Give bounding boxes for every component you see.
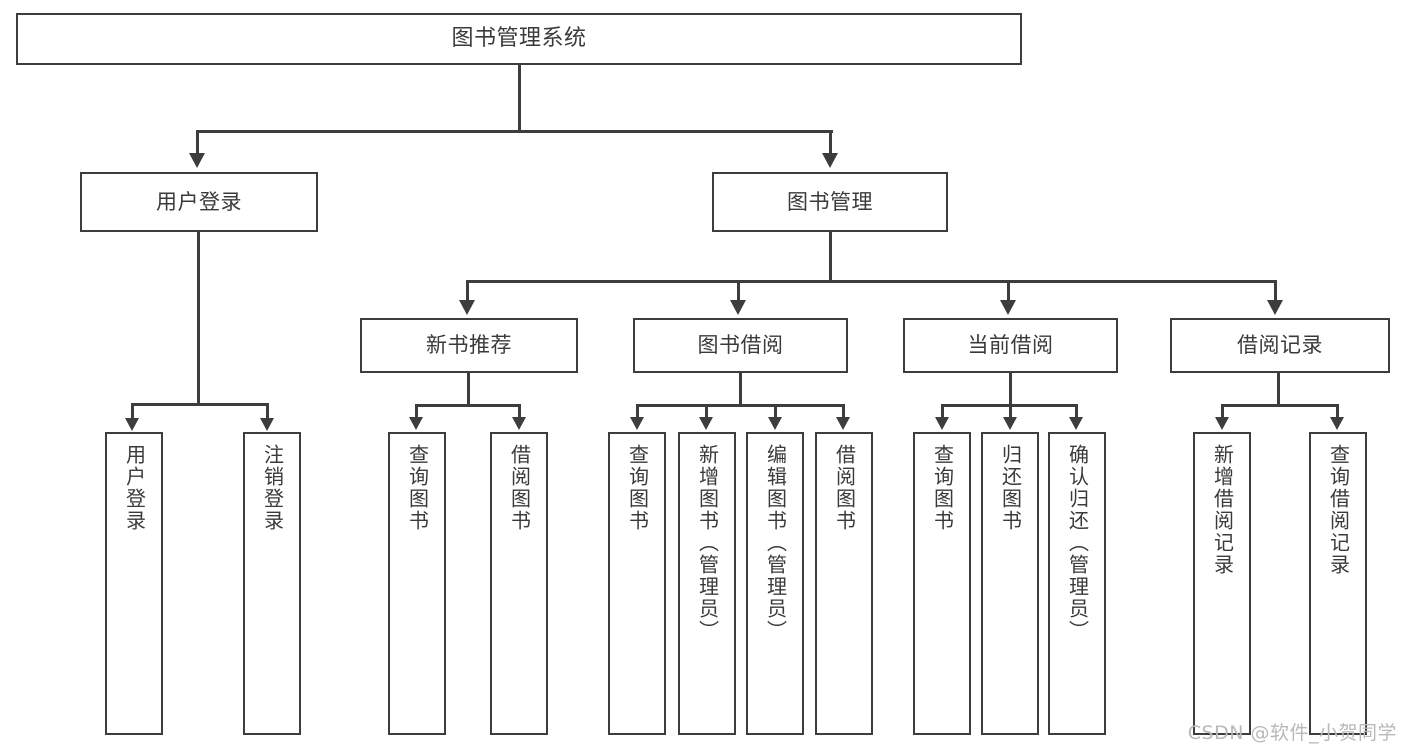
node-current-borrow-label: 当前借阅 — [967, 333, 1054, 358]
node-user-login[interactable]: 用户登录 — [80, 172, 318, 232]
connector-new-book-bus — [415, 404, 521, 407]
arrow-new-book-to-leaf-2 — [512, 417, 526, 430]
connector-book-borrow-bus — [636, 404, 845, 407]
node-leaf-return-book-label: 归还图书 — [998, 444, 1023, 532]
connector-new-book-stem — [467, 373, 470, 406]
arrow-book-manage-to-new-book — [459, 300, 475, 315]
connector-book-borrow-to-leaf-3 — [774, 404, 777, 418]
node-leaf-confirm-return-label: 确认归还（管理员） — [1065, 444, 1090, 642]
connector-book-borrow-to-leaf-4 — [842, 404, 845, 418]
node-leaf-borrow-book-2[interactable]: 借阅图书 — [815, 432, 873, 735]
connector-user-login-to-leaf-2 — [266, 403, 269, 420]
node-leaf-return-book[interactable]: 归还图书 — [981, 432, 1039, 735]
arrow-current-borrow-to-leaf-1 — [935, 417, 949, 430]
node-current-borrow[interactable]: 当前借阅 — [903, 318, 1118, 373]
connector-user-login-to-leaf-1 — [131, 403, 134, 420]
connector-borrow-record-bus — [1221, 404, 1339, 407]
connector-current-borrow-stem — [1009, 373, 1012, 406]
arrow-new-book-to-leaf-1 — [409, 417, 423, 430]
node-leaf-edit-book[interactable]: 编辑图书（管理员） — [746, 432, 804, 735]
connector-current-borrow-to-leaf-3 — [1075, 404, 1078, 418]
node-leaf-add-record[interactable]: 新增借阅记录 — [1193, 432, 1251, 735]
node-user-login-label: 用户登录 — [156, 189, 242, 214]
connector-book-borrow-stem — [739, 373, 742, 406]
arrow-current-borrow-to-leaf-3 — [1069, 417, 1083, 430]
connector-root-to-book-manage — [829, 130, 832, 155]
node-leaf-user-login-label: 用户登录 — [122, 444, 147, 532]
node-borrow-record[interactable]: 借阅记录 — [1170, 318, 1390, 373]
node-book-borrow[interactable]: 图书借阅 — [633, 318, 848, 373]
node-leaf-query-book-3[interactable]: 查询图书 — [913, 432, 971, 735]
arrow-book-manage-to-current-borrow — [1000, 300, 1016, 315]
connector-book-manage-to-borrow-record — [1274, 280, 1277, 302]
arrow-book-borrow-to-leaf-2 — [699, 417, 713, 430]
arrow-book-borrow-to-leaf-4 — [836, 417, 850, 430]
connector-book-borrow-to-leaf-2 — [705, 404, 708, 418]
connector-new-book-to-leaf-2 — [518, 404, 521, 418]
connector-current-borrow-to-leaf-2 — [1009, 404, 1012, 418]
connector-book-manage-to-book-borrow — [737, 280, 740, 302]
connector-user-login-bus — [131, 403, 269, 406]
node-leaf-query-record[interactable]: 查询借阅记录 — [1309, 432, 1367, 735]
node-leaf-logout-login[interactable]: 注销登录 — [243, 432, 301, 735]
node-leaf-add-book-label: 新增图书（管理员） — [695, 444, 720, 642]
connector-borrow-record-to-leaf-2 — [1336, 404, 1339, 418]
node-leaf-edit-book-label: 编辑图书（管理员） — [763, 444, 788, 642]
node-root[interactable]: 图书管理系统 — [16, 13, 1022, 65]
connector-root-to-user-login — [196, 130, 199, 155]
connector-user-login-stem — [197, 232, 200, 405]
node-book-manage[interactable]: 图书管理 — [712, 172, 948, 232]
connector-borrow-record-to-leaf-1 — [1221, 404, 1224, 418]
connector-book-manage-stem — [829, 232, 832, 282]
connector-borrow-record-stem — [1277, 373, 1280, 406]
connector-book-manage-bus — [466, 280, 1277, 283]
node-leaf-add-book[interactable]: 新增图书（管理员） — [678, 432, 736, 735]
arrow-book-borrow-to-leaf-1 — [630, 417, 644, 430]
node-borrow-record-label: 借阅记录 — [1237, 333, 1323, 358]
node-book-manage-label: 图书管理 — [787, 189, 873, 214]
arrow-borrow-record-to-leaf-1 — [1215, 417, 1229, 430]
arrow-user-login-to-leaf-2 — [260, 418, 274, 431]
connector-book-manage-to-new-book — [466, 280, 469, 302]
connector-book-borrow-to-leaf-1 — [636, 404, 639, 418]
arrow-root-to-book-manage — [822, 153, 838, 168]
node-leaf-query-book-1-label: 查询图书 — [405, 444, 430, 532]
node-leaf-borrow-book-1[interactable]: 借阅图书 — [490, 432, 548, 735]
arrow-borrow-record-to-leaf-2 — [1330, 417, 1344, 430]
node-leaf-query-book-2-label: 查询图书 — [625, 444, 650, 532]
arrow-user-login-to-leaf-1 — [125, 418, 139, 431]
node-leaf-confirm-return[interactable]: 确认归还（管理员） — [1048, 432, 1106, 735]
node-book-borrow-label: 图书借阅 — [697, 333, 784, 358]
connector-current-borrow-to-leaf-1 — [941, 404, 944, 418]
node-leaf-query-book-3-label: 查询图书 — [930, 444, 955, 532]
connector-root-bus — [196, 130, 833, 133]
node-leaf-query-book-2[interactable]: 查询图书 — [608, 432, 666, 735]
node-leaf-query-book-1[interactable]: 查询图书 — [388, 432, 446, 735]
node-new-book-recommend[interactable]: 新书推荐 — [360, 318, 578, 373]
arrow-root-to-user-login — [189, 153, 205, 168]
arrow-book-manage-to-borrow-record — [1267, 300, 1283, 315]
connector-root-stem — [518, 65, 521, 132]
node-leaf-user-login[interactable]: 用户登录 — [105, 432, 163, 735]
arrow-book-manage-to-book-borrow — [730, 300, 746, 315]
arrow-book-borrow-to-leaf-3 — [768, 417, 782, 430]
node-leaf-query-record-label: 查询借阅记录 — [1326, 444, 1351, 576]
connector-new-book-to-leaf-1 — [415, 404, 418, 418]
node-new-book-recommend-label: 新书推荐 — [426, 333, 512, 358]
node-root-label: 图书管理系统 — [451, 26, 587, 52]
node-leaf-borrow-book-2-label: 借阅图书 — [832, 444, 857, 532]
arrow-current-borrow-to-leaf-2 — [1003, 417, 1017, 430]
node-leaf-add-record-label: 新增借阅记录 — [1210, 444, 1235, 576]
node-leaf-borrow-book-1-label: 借阅图书 — [507, 444, 532, 532]
node-leaf-logout-login-label: 注销登录 — [260, 444, 285, 532]
connector-book-manage-to-current-borrow — [1007, 280, 1010, 302]
